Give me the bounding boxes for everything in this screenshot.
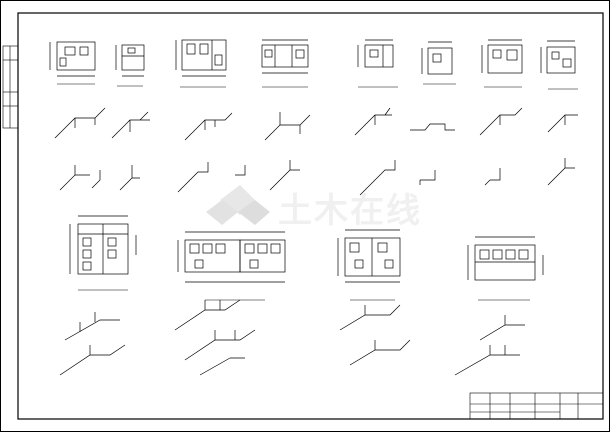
plan-3 — [175, 39, 227, 88]
plan-2 — [115, 44, 145, 87]
plan-8 — [540, 40, 578, 90]
watermark-logo: 土木在线 — [206, 185, 422, 231]
row5-isometrics — [59, 299, 525, 376]
watermark-text: 土木在线 — [278, 191, 422, 231]
plan-6 — [421, 41, 456, 85]
plan-1 — [49, 41, 96, 85]
plan-large-d — [467, 236, 544, 301]
plan-large-a — [69, 215, 137, 291]
row2-isometrics — [54, 107, 578, 141]
plan-large-b — [177, 231, 286, 301]
plan-7 — [481, 39, 523, 88]
row3-isometrics — [59, 158, 575, 196]
plan-large-c — [337, 229, 401, 301]
title-block — [469, 392, 604, 420]
plan-4 — [261, 39, 309, 88]
binding-margin-strip — [2, 45, 19, 129]
plan-5 — [357, 39, 398, 88]
row4-plans — [69, 215, 544, 301]
row1-plans — [49, 39, 578, 90]
